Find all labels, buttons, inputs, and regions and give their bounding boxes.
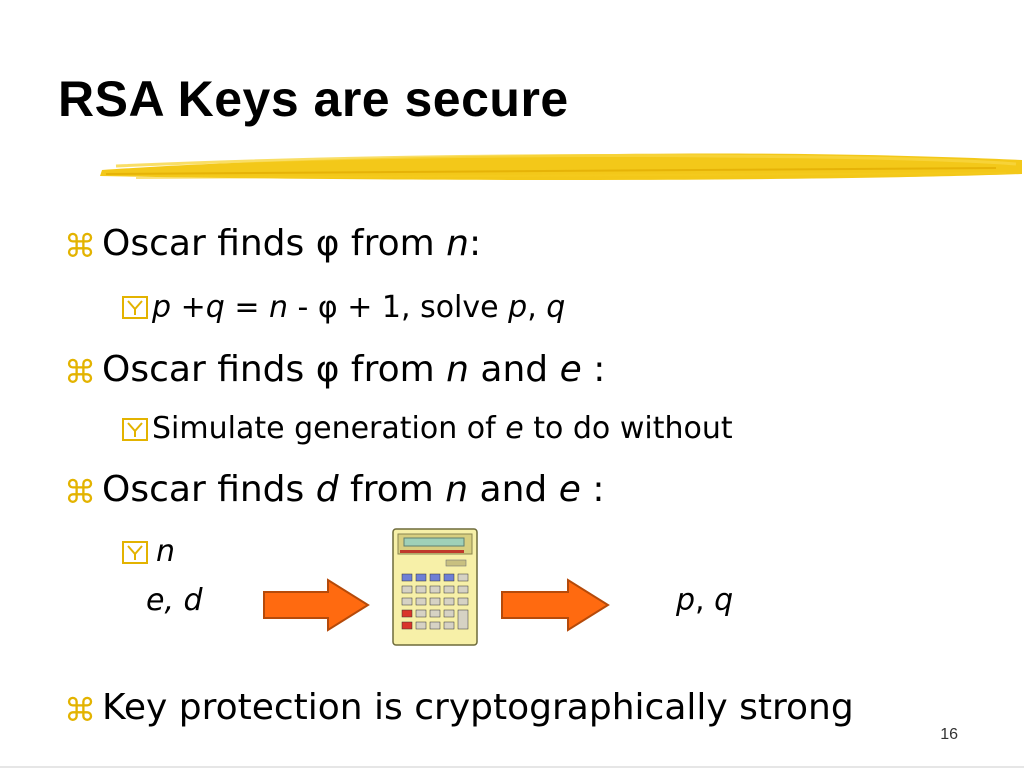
title-underline-brush [100,153,1022,180]
command-key-icon: ⌘ [64,353,96,391]
var-q: q [205,290,225,325]
bullet-3-and: and [468,469,559,510]
bullet-2-var-e: e [559,349,582,390]
var-p: p [152,290,172,325]
y-box-icon [122,418,148,441]
bullet-1-suffix: : [468,223,482,264]
equation-rest: - φ + 1, solve [288,290,509,325]
sub-bullet-2: Simulate generation of e to do without [152,414,733,444]
var-p-2: p [508,290,528,325]
y-box-icon [122,296,148,319]
sub-bullet-2-prefix: Simulate generation of [152,411,506,446]
command-key-icon: ⌘ [64,473,96,511]
flow-input-ed: e, d [146,583,203,618]
command-key-icon: ⌘ [64,227,96,265]
bullet-1-var-n: n [446,223,469,264]
bullet-2-suffix: : [581,349,606,390]
sub-bullet-2-suffix: to do without [523,411,733,446]
bullet-1-prefix: Oscar finds φ from [102,223,447,264]
bullet-2-var-n: n [446,349,469,390]
output-var-q: q [714,583,734,618]
bullet-2-and: and [468,349,560,390]
var-q-2: q [546,290,566,325]
plus-sign: + [171,290,206,325]
command-key-icon: ⌘ [64,691,96,729]
right-arrow-icon [501,578,610,632]
comma: , [527,290,547,325]
bullet-4: Key protection is cryptographically stro… [102,687,854,728]
bullet-2: Oscar finds φ from n and e : [102,352,605,388]
bottom-divider [0,766,1024,768]
var-e: e [505,411,524,446]
right-arrow-icon [263,578,370,632]
flow-output-pq: p, q [676,586,733,616]
bullet-3: Oscar finds d from n and e : [102,472,604,508]
equals-sign: = [224,290,269,325]
bullet-2-prefix: Oscar finds φ from [102,349,447,390]
bullet-3-var-n: n [445,469,469,510]
output-var-p: p [676,583,696,618]
calculator-icon [392,528,478,646]
y-box-icon [122,541,148,564]
bullet-3-prefix: Oscar finds [102,469,316,510]
output-comma: , [695,583,715,618]
sub-bullet-1: p +q = n - φ + 1, solve p, q [152,293,565,323]
page-number: 16 [940,726,958,743]
slide-title: RSA Keys are secure [58,71,569,127]
bullet-3-suffix: : [580,469,605,510]
var-n: n [269,290,289,325]
bullet-3-var-e: e [558,469,581,510]
bullet-1: Oscar finds φ from n: [102,226,481,262]
flow-input-n: n [156,534,176,569]
bullet-3-from: from [338,469,446,510]
bullet-3-var-d: d [315,469,339,510]
